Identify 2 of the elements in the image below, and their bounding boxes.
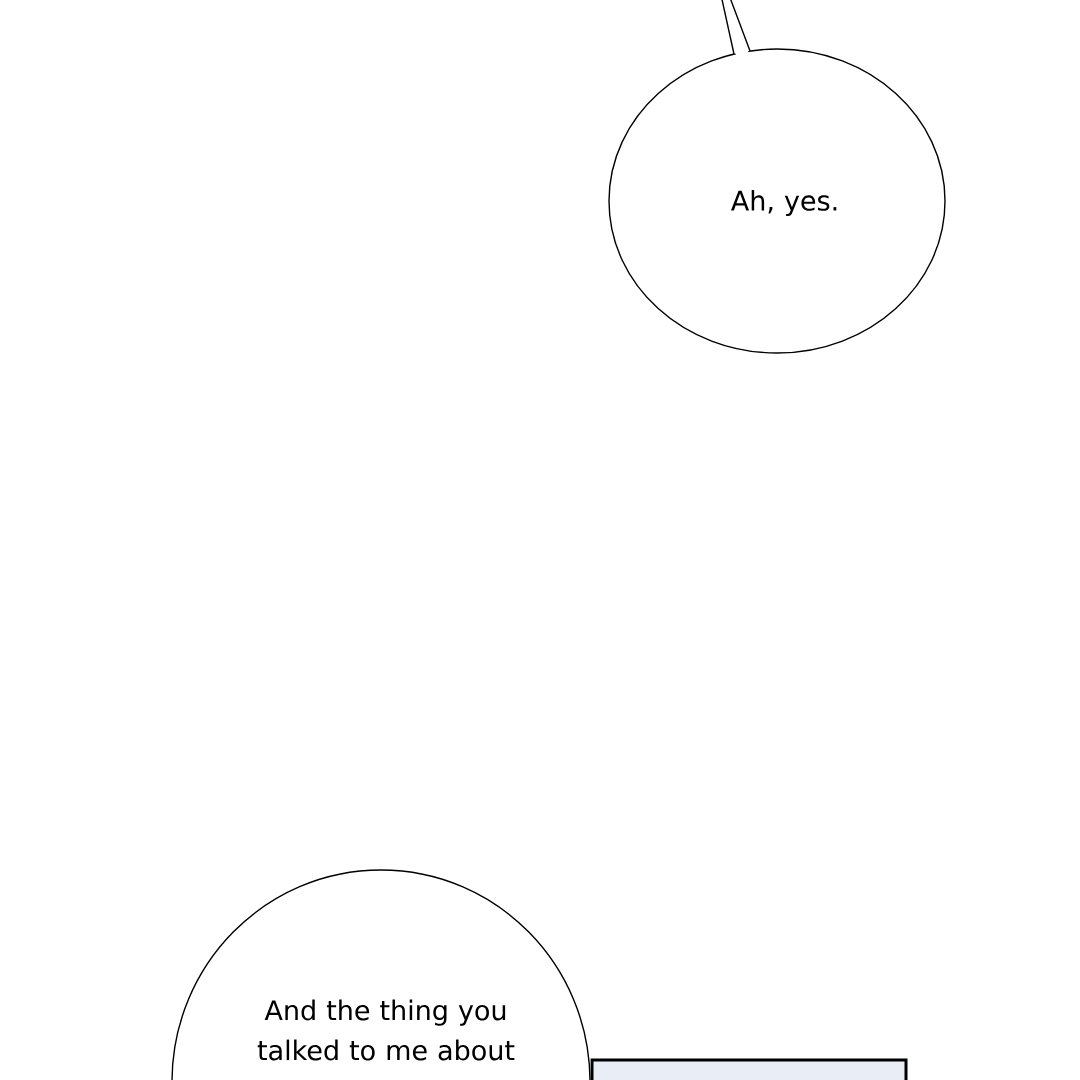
speech-bubble: Ah, yes. — [608, 0, 946, 354]
speech-bubble: And the thing you talked to me about — [171, 869, 591, 1080]
